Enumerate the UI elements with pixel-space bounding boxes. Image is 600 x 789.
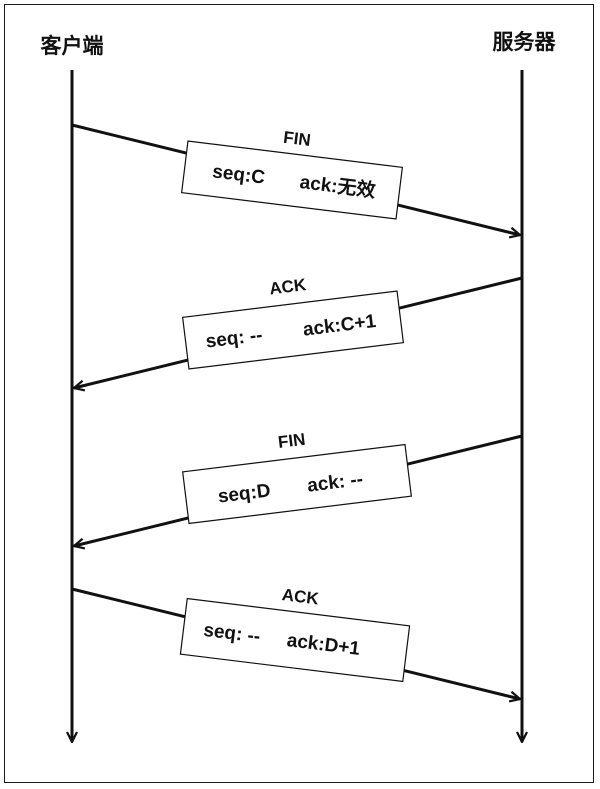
message-label: FIN xyxy=(282,128,312,150)
server-label: 服务器 xyxy=(493,29,557,54)
message-label: ACK xyxy=(281,585,321,608)
message-ack-1: ACK seq: -- ack:C+1 xyxy=(74,275,523,388)
message-label: FIN xyxy=(277,430,307,452)
message-label: ACK xyxy=(268,275,308,298)
message-fin-2: FIN seq:D ack: -- xyxy=(74,430,523,546)
message-ack-2: ACK seq: -- ack:D+1 xyxy=(71,585,520,699)
message-fin-1: FIN seq:C ack:无效 xyxy=(71,123,520,235)
message-box xyxy=(181,443,413,525)
message-box xyxy=(179,597,411,683)
client-label: 客户端 xyxy=(41,33,104,58)
diagram-frame xyxy=(4,4,594,783)
message-box xyxy=(180,140,404,220)
message-box xyxy=(181,290,405,370)
